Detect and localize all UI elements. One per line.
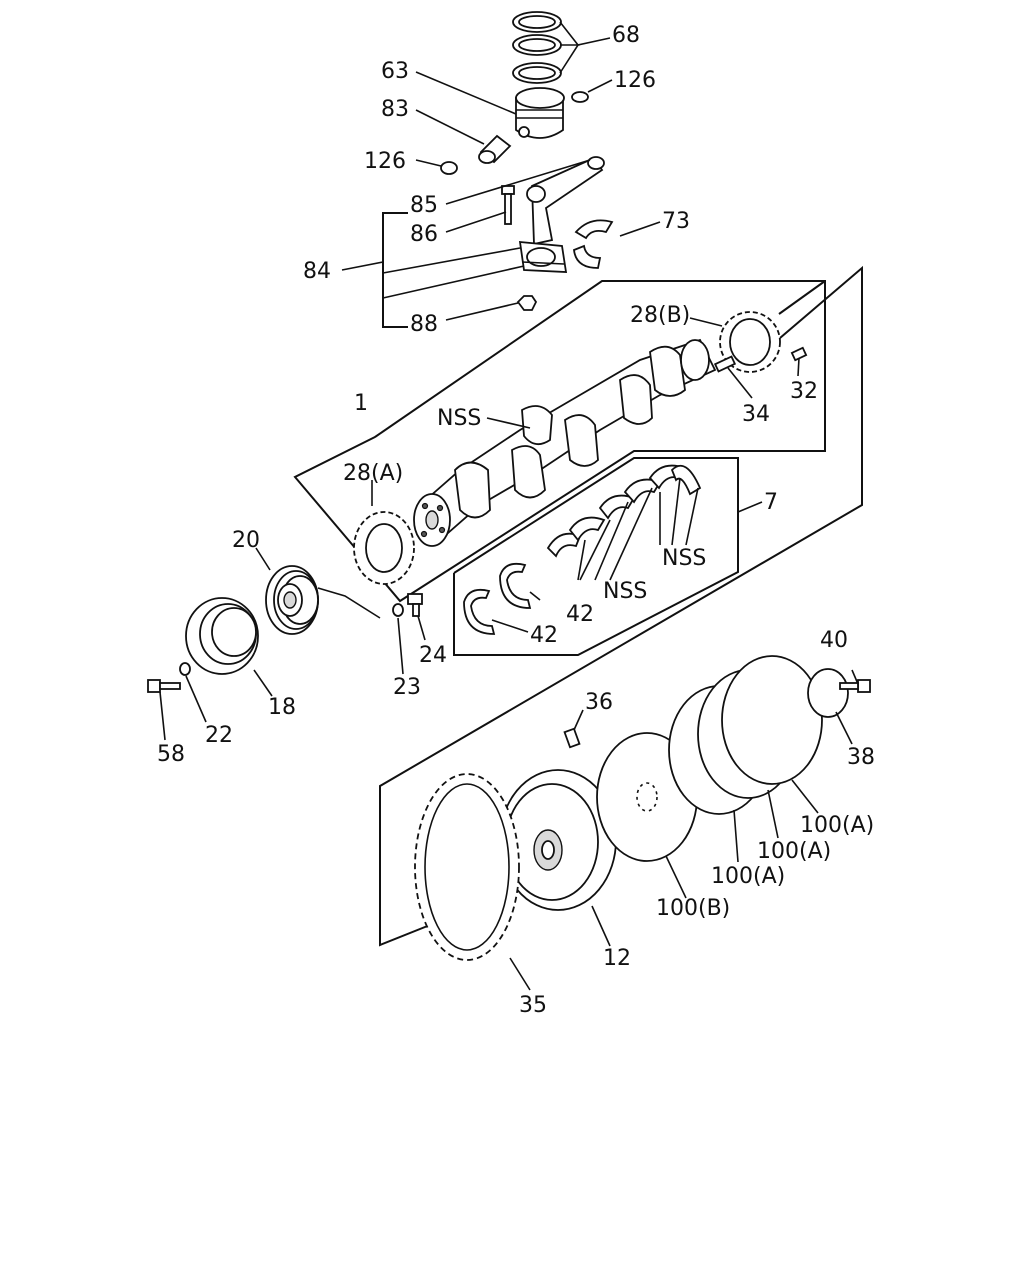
circlip-upper — [571, 91, 589, 103]
rod-bracket — [382, 212, 408, 328]
label-7: 7 — [764, 490, 778, 515]
flex-plate-a3 — [721, 655, 823, 785]
piston — [515, 87, 565, 139]
flywheel-group-outline — [379, 265, 863, 947]
bolt-58 — [147, 679, 181, 693]
label-86: 86 — [410, 222, 438, 247]
label-nss-lower: NSS — [603, 579, 647, 604]
label-nss-upper: NSS — [662, 546, 706, 571]
label-73: 73 — [662, 209, 690, 234]
label-nss-crank: NSS — [437, 406, 481, 431]
leader-lines — [159, 21, 859, 991]
label-38: 38 — [847, 745, 875, 770]
label-126-upper: 126 — [614, 68, 656, 93]
label-32: 32 — [790, 379, 818, 404]
label-88: 88 — [410, 312, 438, 337]
bolt-40 — [839, 679, 871, 693]
label-36: 36 — [585, 690, 613, 715]
rod-nut — [516, 295, 538, 311]
circlip-lower — [440, 161, 458, 175]
dowel-pin — [563, 727, 581, 749]
label-100a-2: 100(A) — [757, 839, 831, 864]
label-83: 83 — [381, 97, 409, 122]
connecting-rod — [518, 156, 605, 273]
rod-bearings — [573, 219, 614, 269]
label-40: 40 — [820, 628, 848, 653]
part-labels: 68 63 126 83 126 85 86 73 84 88 28(B) 32… — [157, 23, 875, 1018]
washer-23 — [392, 603, 404, 617]
label-12: 12 — [603, 946, 631, 971]
crankshaft — [413, 338, 717, 547]
label-100a-3: 100(A) — [711, 864, 785, 889]
label-1: 1 — [354, 391, 368, 416]
label-63: 63 — [381, 59, 409, 84]
flywheel — [499, 769, 617, 911]
pin-32 — [790, 346, 808, 362]
ring-gear-inner — [424, 783, 510, 951]
bearing-group-outline — [453, 457, 739, 656]
label-20: 20 — [232, 528, 260, 553]
crankshaft-group-leader — [778, 280, 826, 315]
label-58: 58 — [157, 742, 185, 767]
piston-rings — [512, 11, 562, 84]
sprocket-b — [719, 311, 781, 373]
label-84: 84 — [303, 259, 331, 284]
label-85: 85 — [410, 193, 438, 218]
label-42-lower: 42 — [530, 623, 558, 648]
piston-pin — [478, 134, 512, 164]
crankshaft-group-outline — [293, 280, 826, 603]
thrust-washers — [463, 562, 532, 635]
bolt-24 — [407, 593, 423, 617]
label-126-lower: 126 — [364, 149, 406, 174]
sprocket-a — [353, 511, 415, 585]
label-100b: 100(B) — [656, 896, 730, 921]
label-24: 24 — [419, 643, 447, 668]
damper — [185, 597, 259, 675]
label-42-upper: 42 — [566, 602, 594, 627]
label-100a-1: 100(A) — [800, 813, 874, 838]
rod-bolt — [501, 185, 515, 225]
label-28a: 28(A) — [343, 461, 403, 486]
label-28b: 28(B) — [630, 303, 690, 328]
main-bearings — [546, 464, 702, 558]
label-22: 22 — [205, 723, 233, 748]
pulley — [265, 565, 319, 635]
label-34: 34 — [742, 402, 770, 427]
label-23: 23 — [393, 675, 421, 700]
label-18: 18 — [268, 695, 296, 720]
washer-22 — [179, 662, 191, 676]
pin-34 — [713, 355, 737, 373]
label-35: 35 — [519, 993, 547, 1018]
ring-gear — [414, 773, 520, 961]
label-68: 68 — [612, 23, 640, 48]
reinforcement-plate — [807, 668, 849, 718]
